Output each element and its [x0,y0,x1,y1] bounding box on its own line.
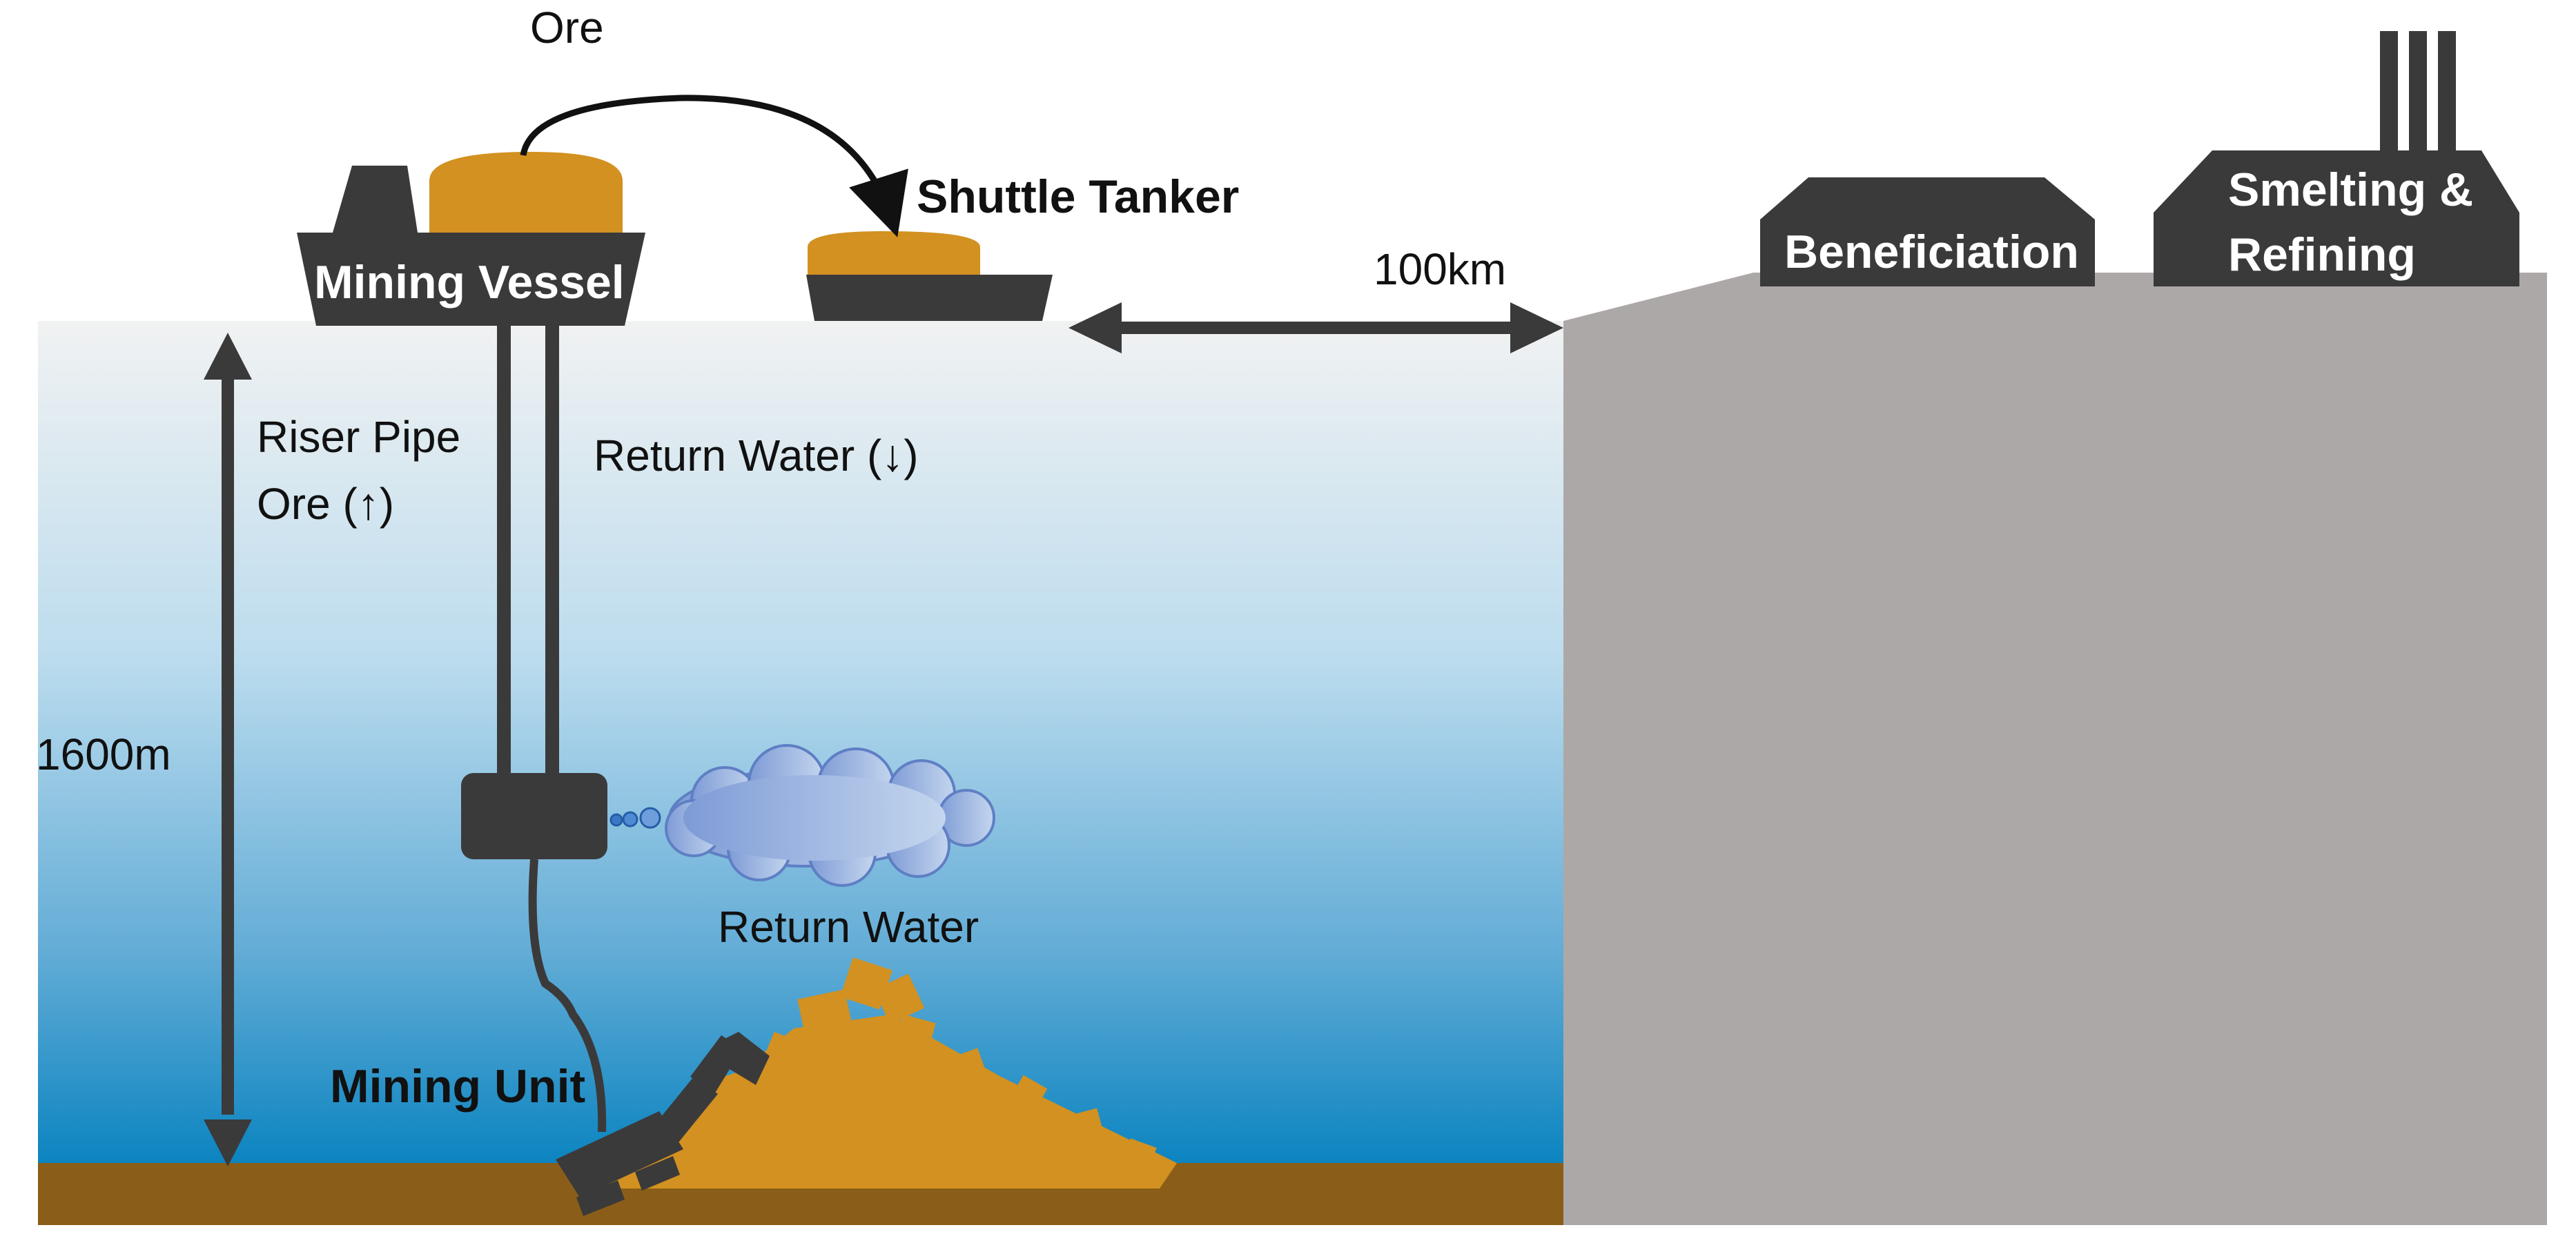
depth-arrow [204,333,252,1166]
flexible-hose [528,859,607,1133]
smelting-label-line1: Smelting & [2228,164,2473,216]
depth-label: 1600m [36,730,171,779]
beneficiation-plant-icon [1760,177,2095,286]
plume-cloud-icon [665,744,995,887]
mining-vessel-icon [297,152,645,326]
distance-label: 100km [1374,244,1506,294]
beneficiation-label: Beneficiation [1784,226,2079,278]
return-water-down-label: Return Water (↓) [594,431,919,480]
mining-unit-icon [556,1032,770,1216]
ore-transfer-arrow [520,95,908,237]
riser-pipe-label: Riser Pipe [257,412,460,462]
distance-arrow [1069,302,1563,353]
mining-unit-label: Mining Unit [330,1060,585,1113]
shuttle-tanker-icon [806,231,1053,321]
ore-transfer-label: Ore [530,3,604,52]
discharge-unit-icon [461,773,607,859]
shuttle-tanker-label: Shuttle Tanker [917,170,1239,223]
mining-vessel-label: Mining Vessel [314,256,625,309]
smelting-label-line2: Refining [2228,228,2416,281]
smelting-refinery-icon [2154,31,2519,286]
return-water-label: Return Water [718,902,979,952]
bubbles-icon [609,807,661,829]
land-mass [1563,273,2547,1225]
ore-up-label: Ore (↑) [257,479,394,529]
ocean-water [38,321,1563,1164]
riser-pipes [497,321,559,780]
